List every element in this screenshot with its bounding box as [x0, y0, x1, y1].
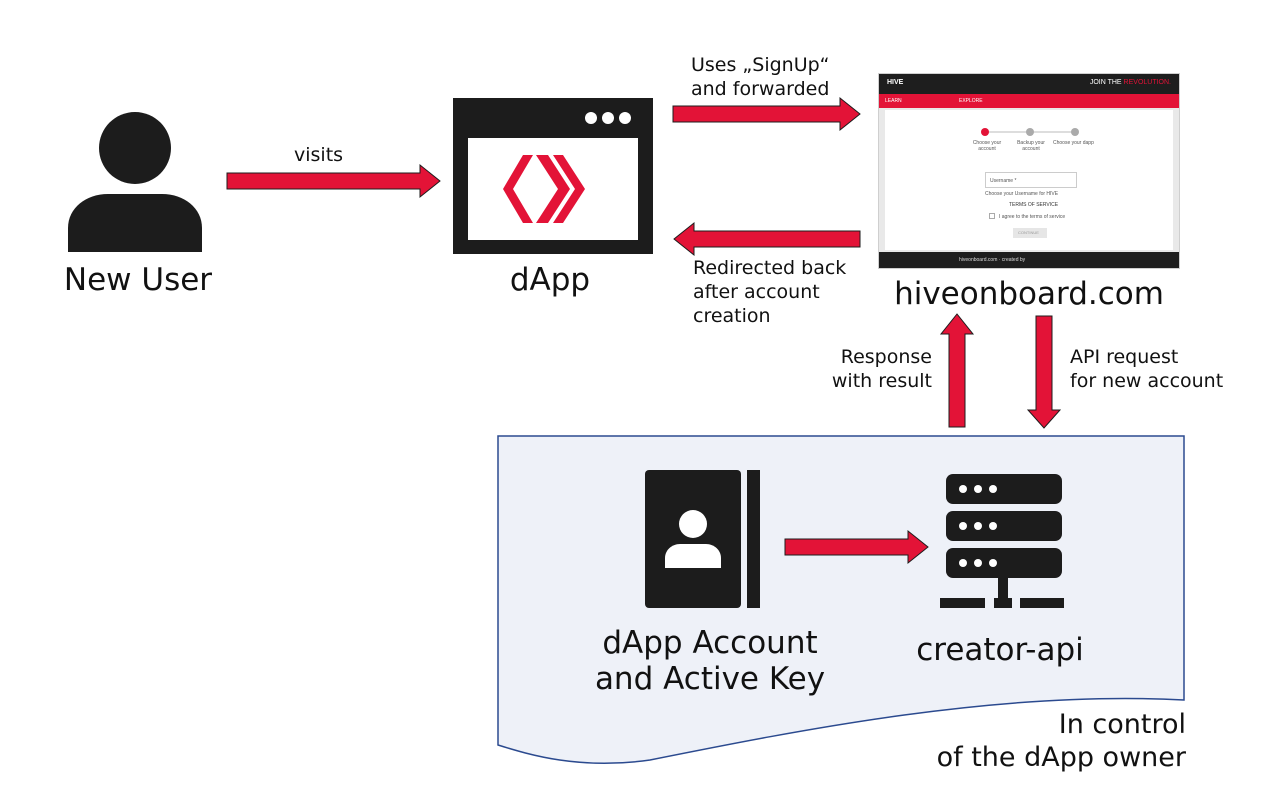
screenshot-card: Choose your account Backup your account …	[885, 110, 1173, 250]
screenshot-step-3: Choose your dapp	[1053, 140, 1094, 146]
arrow-signup	[672, 96, 861, 132]
screenshot-nav: LEARN EXPLORE	[879, 94, 1179, 108]
screenshot-username-placeholder: Username *	[990, 178, 1017, 184]
screenshot-tagline: JOIN THE	[1089, 79, 1124, 86]
arrow-account-creator	[784, 529, 929, 565]
server-icon	[940, 474, 1064, 608]
screenshot-nav-explore: EXPLORE	[959, 98, 983, 104]
api-request-label: API request for new account	[1070, 346, 1224, 392]
screenshot-step-1: Choose your account	[972, 140, 1002, 152]
hiveonboard-screenshot: HIVE JOIN THE REVOLUTION. LEARN EXPLORE …	[878, 73, 1180, 269]
arrow-redirected	[673, 221, 861, 257]
arrow-visits	[226, 163, 441, 199]
screenshot-nav-learn: LEARN	[885, 98, 902, 104]
arrow-api-request	[1026, 315, 1062, 429]
dapp-label: dApp	[509, 262, 591, 298]
screenshot-footer-text: hiveonboard.com · created by	[959, 257, 1026, 263]
arrow-response	[939, 313, 975, 428]
screenshot-step-2: Backup your account	[1017, 140, 1045, 152]
screenshot-brand: HIVE	[887, 79, 904, 86]
screenshot-stepper	[981, 128, 1079, 136]
redirected-label: Redirected back after account creation	[693, 257, 847, 327]
screenshot-header: HIVE JOIN THE REVOLUTION.	[879, 74, 1179, 94]
screenshot-continue-button: CONTINUE	[1013, 228, 1047, 238]
hiveonboard-label: hiveonboard.com	[894, 276, 1164, 312]
visits-label: visits	[294, 144, 344, 166]
screenshot-tagline-accent: REVOLUTION.	[1123, 79, 1171, 86]
dapp-window-icon	[453, 98, 653, 254]
region-label: In control of the dApp owner	[936, 709, 1186, 773]
user-icon	[68, 112, 202, 252]
new-user-label: New User	[63, 262, 213, 298]
screenshot-terms-heading: TERMS OF SERVICE	[1009, 202, 1059, 208]
screenshot-continue-label: CONTINUE	[1018, 230, 1039, 235]
account-label: dApp Account and Active Key	[594, 625, 826, 697]
signup-label: Uses „SignUp“ and forwarded	[691, 54, 830, 100]
screenshot-username-hint: Choose your Username for HIVE	[985, 191, 1059, 197]
hive-logo-icon	[503, 155, 585, 223]
creator-api-label: creator-api	[916, 632, 1084, 668]
screenshot-username-input: Username *	[985, 172, 1077, 188]
screenshot-terms-checkbox	[989, 213, 995, 219]
response-label: Response with result	[831, 346, 932, 392]
screenshot-footer: hiveonboard.com · created by	[879, 252, 1179, 268]
address-book-icon	[645, 470, 760, 608]
screenshot-terms-text: I agree to the terms of service	[999, 214, 1066, 220]
